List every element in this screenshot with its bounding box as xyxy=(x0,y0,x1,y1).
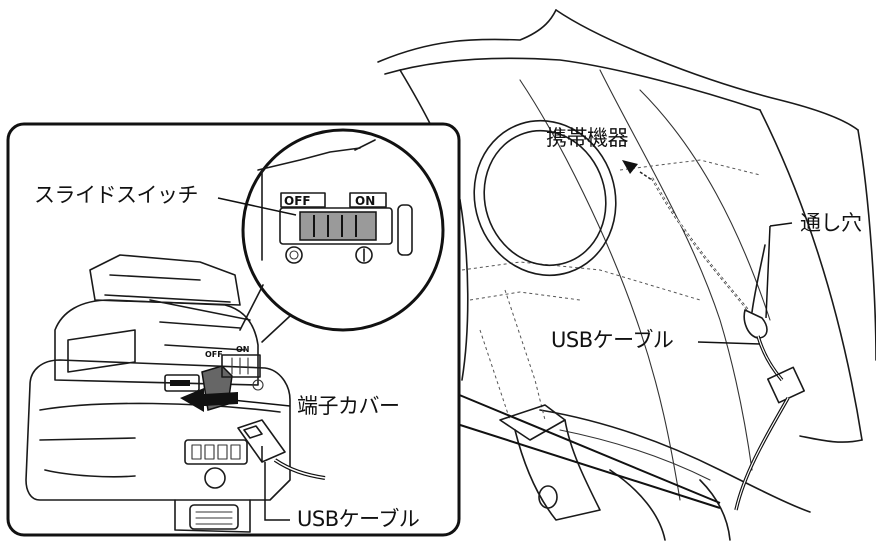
switch-slider xyxy=(299,211,377,241)
cable-route-arrow xyxy=(622,160,638,174)
label-terminal-cover: 端子カバー xyxy=(297,394,400,418)
battery-indicator xyxy=(184,439,248,465)
switch-off-mark: OFF xyxy=(284,194,311,208)
bag-illustration xyxy=(377,9,876,541)
callout-lines xyxy=(456,393,721,509)
unit-on-mark: ON xyxy=(236,345,250,354)
switch-on-mark: ON xyxy=(355,194,375,208)
insert-arrow xyxy=(180,388,238,412)
switch-magnifier xyxy=(239,128,445,343)
label-through-hole: 通し穴 xyxy=(800,211,862,235)
label-slide-switch: スライドスイッチ xyxy=(34,183,199,207)
label-usb-cable-bottom: USBケーブル xyxy=(297,507,420,531)
usb-adapter-drawing xyxy=(25,254,291,533)
unit-off-mark: OFF xyxy=(205,350,223,359)
label-usb-cable-right: USBケーブル xyxy=(551,328,674,352)
bag-usb-cable xyxy=(734,244,805,511)
leader-lines xyxy=(217,197,793,521)
bag-top-flap xyxy=(377,9,557,63)
label-portable-device: 携帯機器 xyxy=(546,126,629,150)
switch-slot xyxy=(279,207,393,245)
bag-right-edge xyxy=(759,109,863,441)
cable-route-dashed xyxy=(622,160,749,311)
portable-device-drawing xyxy=(473,119,617,277)
usb-port xyxy=(164,374,200,392)
inset-usb-cable xyxy=(237,419,326,480)
